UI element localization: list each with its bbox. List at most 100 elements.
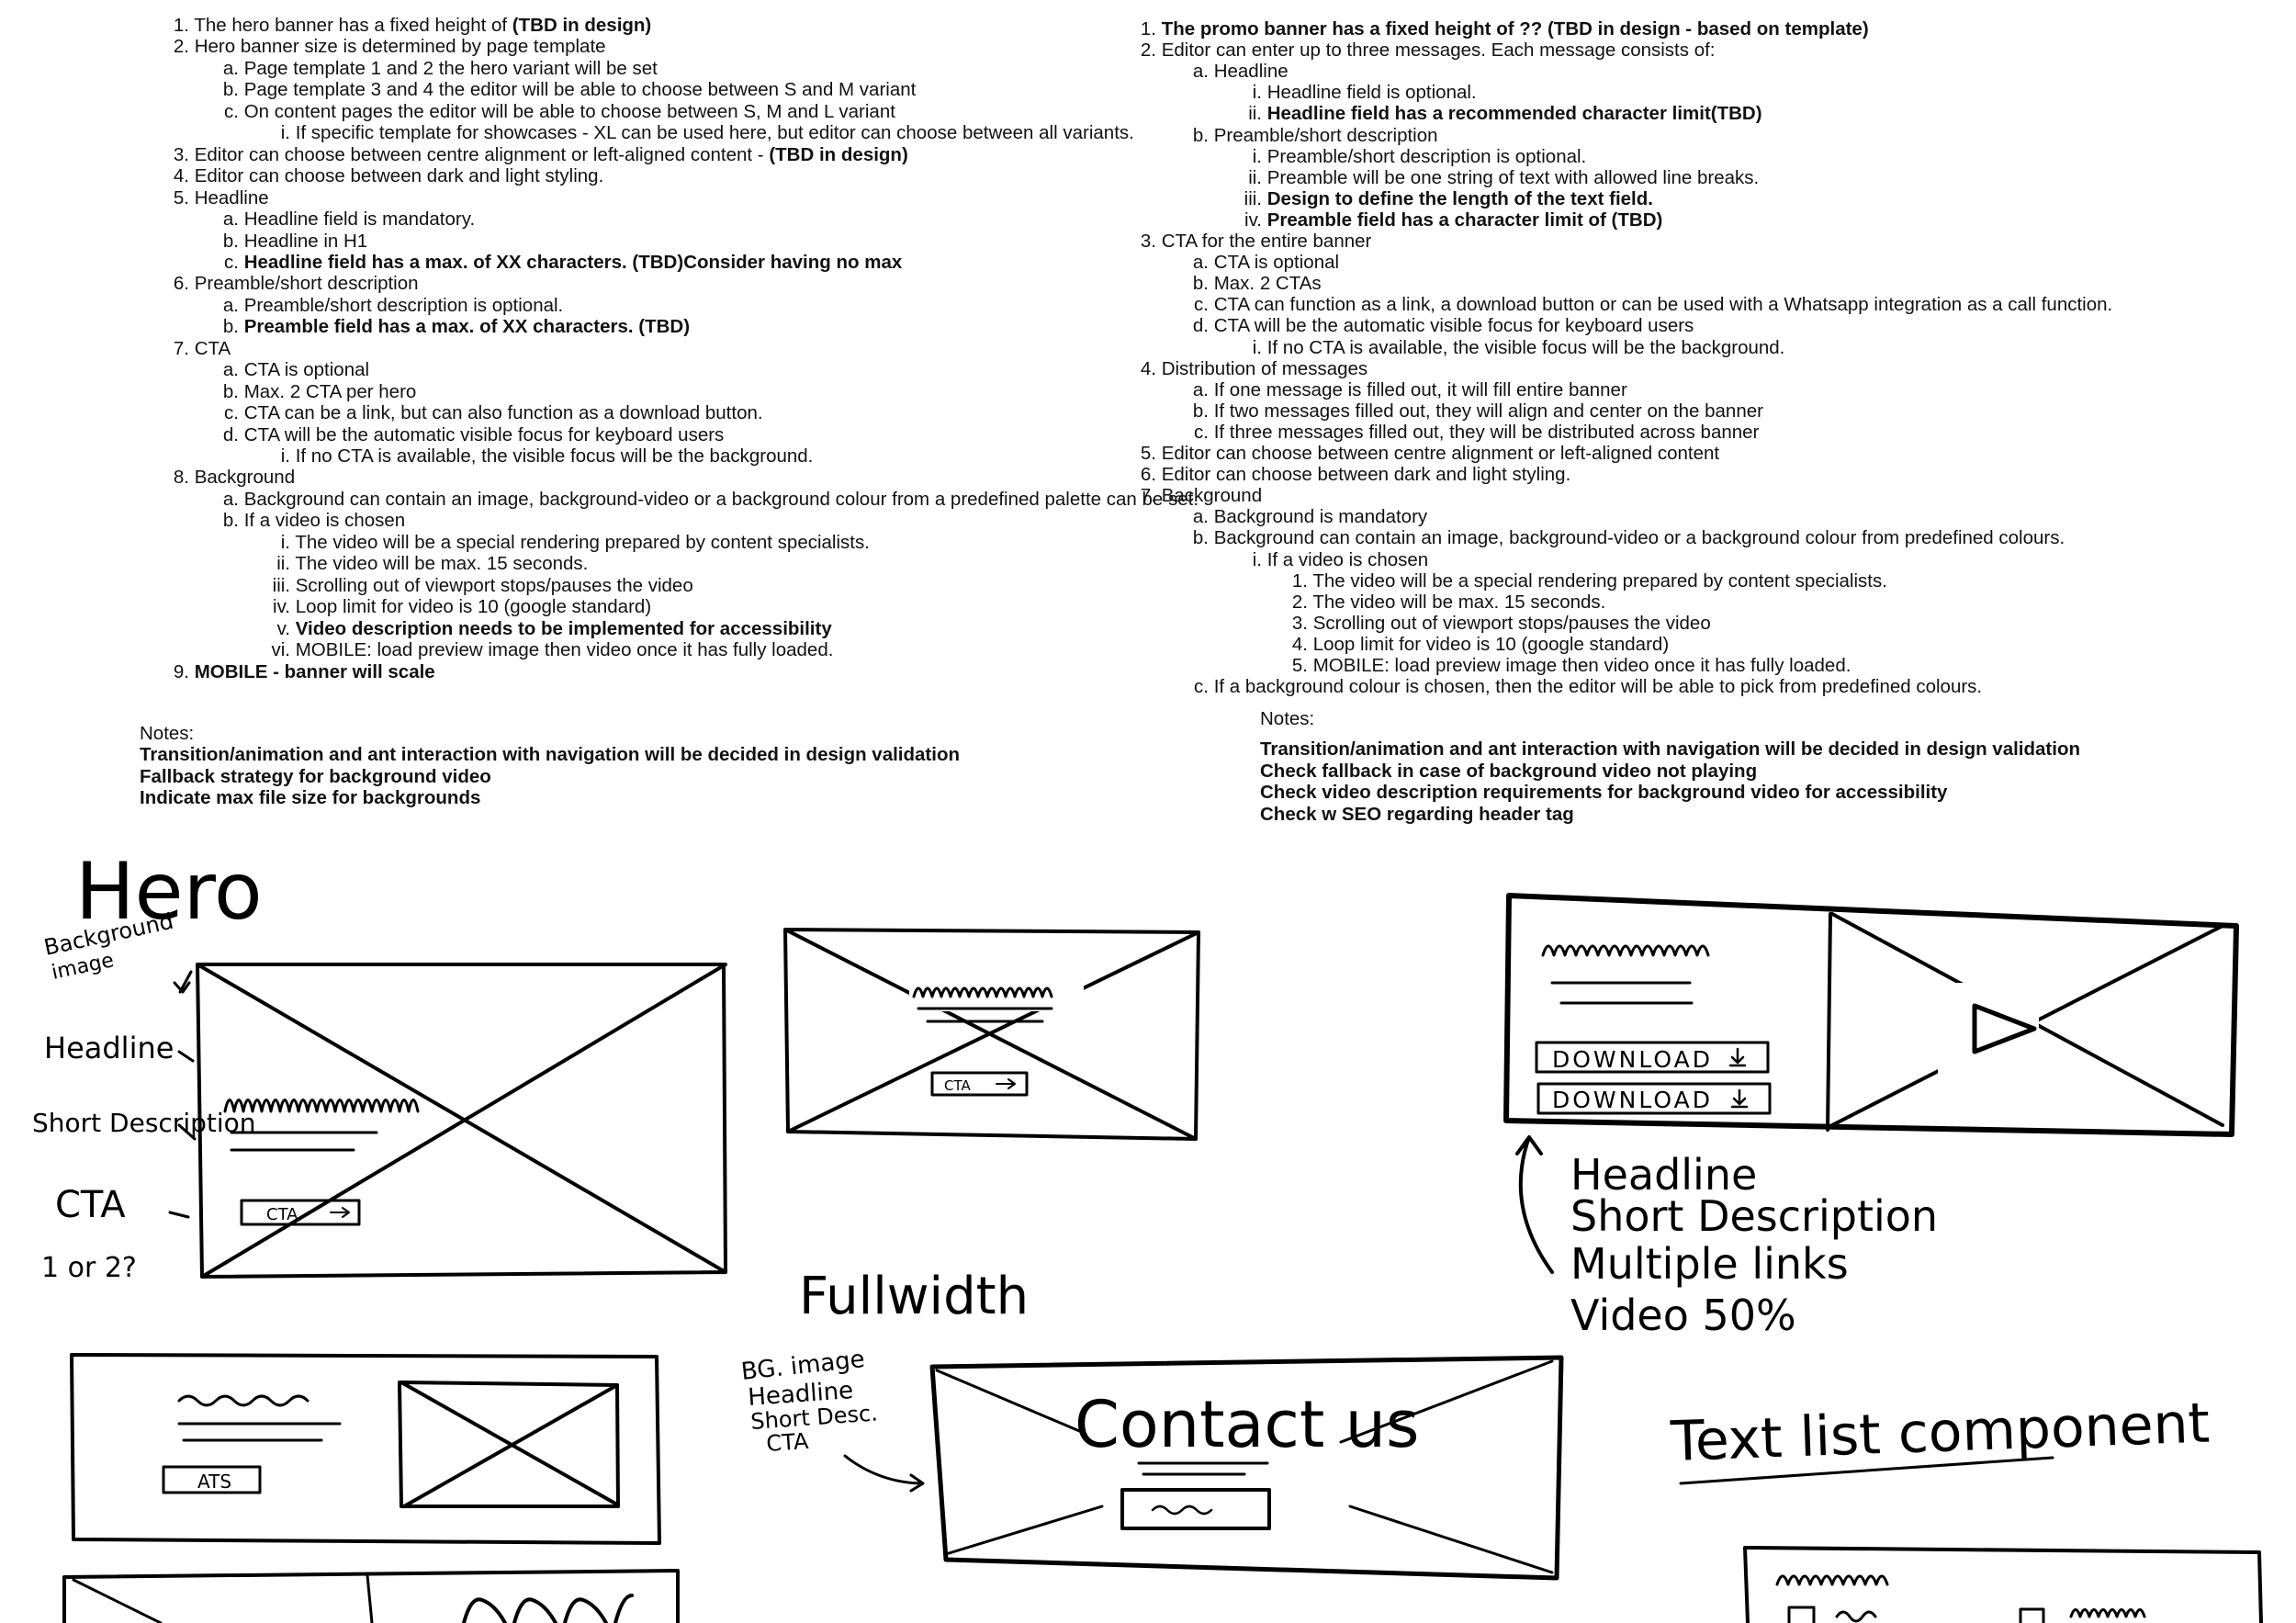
list-marker: 6. <box>1140 464 1156 486</box>
list-item: i. If no CTA is available, the visible f… <box>1231 337 1785 358</box>
list-item: b. If a video is chosen <box>204 510 405 531</box>
list-text: If no CTA is available, the visible focu… <box>295 445 814 467</box>
list-text: If three messages filled out, they will … <box>1213 421 1760 443</box>
list-text-bold: Design to define the length of the text … <box>1266 187 1653 209</box>
list-item: i. If a video is chosen <box>1231 549 1428 570</box>
label-cta-count: 1 or 2? <box>41 1252 137 1284</box>
list-item: 2. The video will be max. 15 seconds. <box>1277 591 1606 613</box>
description-lines <box>917 1007 1053 1023</box>
list-text: If two messages filled out, they will al… <box>1213 400 1763 422</box>
list-text: Background <box>194 467 296 489</box>
list-marker: i. <box>280 445 290 467</box>
list-marker: v. <box>276 617 290 639</box>
list-item: 1. The video will be a special rendering… <box>1277 570 1887 592</box>
list-text: CTA can function as a link, a download b… <box>1213 294 2113 316</box>
list-marker: b. <box>222 380 239 402</box>
hero-small-frame <box>783 928 1200 1141</box>
list-marker: a. <box>222 359 239 381</box>
list-text: Editor can choose between dark and light… <box>1161 464 1571 486</box>
list-marker: 2. <box>173 36 189 58</box>
list-marker: iii. <box>1244 187 1262 209</box>
description-lines <box>230 1131 378 1152</box>
list-marker: b. <box>1192 273 1209 295</box>
list-text: CTA can be a link, but can also function… <box>243 402 763 424</box>
note-item: Transition/animation and ant interaction… <box>140 744 960 766</box>
image-placeholder <box>398 1381 620 1508</box>
list-text: Headline field is mandatory. <box>243 209 476 231</box>
list-text: Page template 3 and 4 the editor will be… <box>243 79 917 101</box>
headline-scribble <box>462 1594 634 1623</box>
list-text-bold: (TBD in design) <box>512 15 652 36</box>
list-item: iv. Loop limit for video is 10 (google s… <box>255 596 651 617</box>
list-item: c. If a background colour is chosen, the… <box>1177 676 1982 697</box>
promo-notes: Notes: Transition/animation and ant inte… <box>1260 708 2080 825</box>
list-text: CTA is optional <box>243 359 370 381</box>
list-item: a. Background can contain an image, back… <box>204 489 1199 510</box>
cta-box <box>162 1465 262 1494</box>
promo-sketch: DOWNLOAD DOWNLOAD Headline Short Descrip… <box>1503 893 2239 1340</box>
headline-scribble <box>2069 1608 2146 1618</box>
label-cta: CTA <box>55 1184 126 1226</box>
list-item: 3. Editor can choose between centre alig… <box>154 144 908 165</box>
description-lines <box>1550 981 1694 1005</box>
list-item: 1. The promo banner has a fixed height o… <box>1125 18 1869 39</box>
list-marker: a. <box>1192 252 1209 274</box>
hero-frame <box>196 963 727 1279</box>
label-short-description: Short Description <box>32 1108 256 1138</box>
list-item: iv. Preamble field has a character limit… <box>1231 209 1662 231</box>
list-item: c. CTA can function as a link, a downloa… <box>1177 294 2112 315</box>
note-item: Indicate max file size for backgrounds <box>140 787 481 809</box>
list-item: 5. Editor can choose between centre alig… <box>1125 443 1719 464</box>
download-icon <box>1730 1088 1749 1109</box>
list-item: a. If one message is filled out, it will… <box>1177 379 1627 400</box>
list-text: Background can contain an image, backgro… <box>1213 527 2065 549</box>
list-text: The video will be a special rendering pr… <box>1312 569 1887 592</box>
list-text: Scrolling out of viewport stops/pauses t… <box>1312 612 1711 634</box>
list-marker: 3. <box>1140 231 1156 252</box>
headline-scribble <box>223 1099 420 1113</box>
list-text: If a background colour is chosen, then t… <box>1213 676 1983 698</box>
hero-title: Hero <box>75 846 263 938</box>
list-item: 7. Background <box>1125 485 1262 506</box>
promo-note: Video 50% <box>1570 1291 1796 1340</box>
list-item: b. Headline in H1 <box>204 231 367 252</box>
list-item: 3. Scrolling out of viewport stops/pause… <box>1277 613 1711 634</box>
list-marker: 2. <box>1140 39 1156 62</box>
list-item: 4. Editor can choose between dark and li… <box>154 165 603 186</box>
headline-scribble <box>912 986 1053 998</box>
list-text-bold: Headline field has a max. of XX characte… <box>243 251 903 273</box>
headline-scribble <box>1775 1574 1889 1586</box>
list-text-bold: Preamble field has a max. of XX characte… <box>243 316 691 338</box>
notes-label: Notes: <box>1260 708 1315 729</box>
list-item: iii. Design to define the length of the … <box>1231 188 1653 209</box>
cta-label: CTA <box>944 1077 971 1094</box>
list-marker: c. <box>224 100 239 122</box>
text-list-frame <box>1743 1546 2263 1623</box>
text-lines <box>177 1394 342 1442</box>
note-item: Check fallback in case of background vid… <box>1260 760 1758 782</box>
list-text: CTA for the entire banner <box>1161 231 1372 252</box>
list-text: The video will be max. 15 seconds. <box>1312 591 1606 613</box>
arrow-right-icon <box>843 1454 925 1493</box>
list-text: The video will be max. 15 seconds. <box>295 553 589 575</box>
promo-note: Short Description <box>1570 1191 1938 1241</box>
promo-note: Headline <box>1570 1150 1757 1200</box>
list-marker: c. <box>1194 676 1209 698</box>
cta-box <box>1120 1488 1271 1530</box>
list-item: 7. CTA <box>154 338 231 359</box>
download-icon <box>1728 1047 1747 1067</box>
list-marker: 4. <box>1140 357 1156 379</box>
fullwidth-frame <box>929 1355 1564 1581</box>
notes-label: Notes: <box>140 723 195 744</box>
list-text: Background can contain an image, backgro… <box>243 488 1199 510</box>
list-item: 2. Editor can enter up to three messages… <box>1125 39 1716 61</box>
list-text: If a video is chosen <box>243 510 406 532</box>
list-item: c. Headline field has a max. of XX chara… <box>204 252 902 273</box>
list-marker: iii. <box>272 574 290 596</box>
list-text-bold: MOBILE - banner will scale <box>194 660 435 682</box>
list-marker: a. <box>222 209 239 231</box>
list-marker: b. <box>222 316 239 338</box>
list-item: 5. MOBILE: load preview image then video… <box>1277 655 1851 676</box>
list-marker: 2. <box>1291 591 1308 613</box>
